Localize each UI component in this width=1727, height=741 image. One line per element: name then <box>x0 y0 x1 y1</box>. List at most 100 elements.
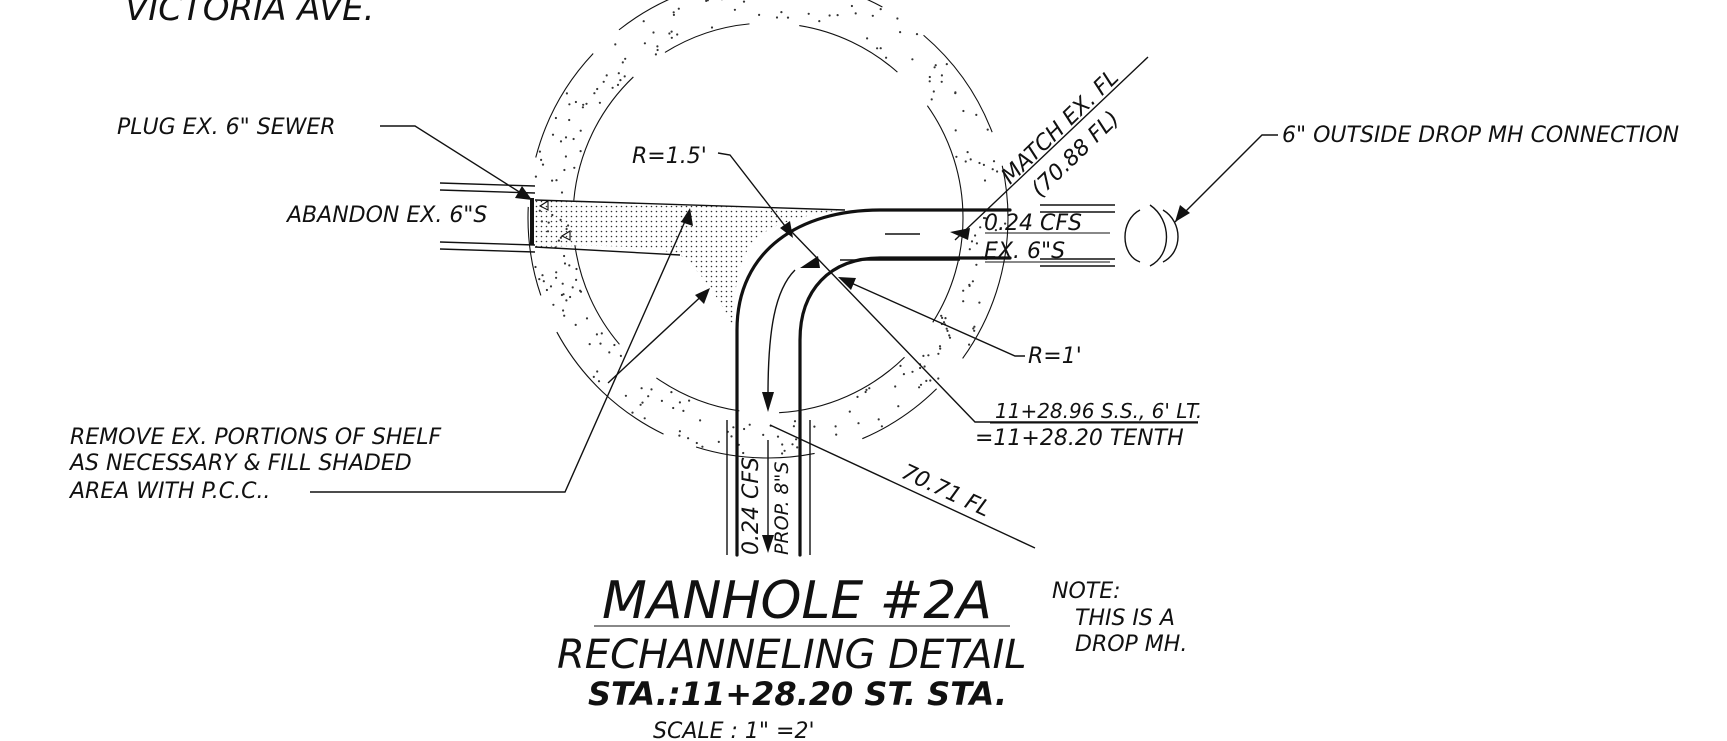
ring-dot <box>911 58 914 61</box>
ring-dot <box>549 285 553 288</box>
ring-dot <box>857 422 860 425</box>
ring-dot <box>733 8 737 11</box>
ring-dot <box>927 354 930 357</box>
flow-arrows <box>762 228 970 553</box>
ring-dot <box>579 289 582 292</box>
ring-dot <box>650 388 653 391</box>
ring-dot <box>922 354 925 357</box>
ring-dot <box>876 47 879 50</box>
ring-dot <box>541 274 544 277</box>
ring-dot <box>968 248 971 251</box>
ring-dot <box>896 17 899 20</box>
flow-in-label: 0.24 CFS <box>984 211 1082 236</box>
ring-dot <box>540 158 543 161</box>
ring-dot <box>992 160 996 163</box>
ring-dot <box>973 329 976 332</box>
ring-dot <box>918 386 921 389</box>
title-sub: RECHANNELING DETAIL <box>557 632 1027 678</box>
ring-dot <box>925 379 928 382</box>
remove-label-line3: AREA WITH P.C.C.. <box>68 479 270 504</box>
ring-dot <box>599 342 602 345</box>
ring-dot <box>856 395 859 398</box>
ring-dot <box>688 399 691 402</box>
ring-dot <box>954 129 957 132</box>
ring-dot <box>672 11 675 14</box>
ring-dot <box>991 168 994 171</box>
ring-dot <box>972 327 975 330</box>
ring-dot <box>593 92 596 95</box>
title-station: STA.:11+28.20 ST. STA. <box>588 675 1007 713</box>
ring-dot <box>807 12 810 15</box>
ring-dot <box>596 87 599 91</box>
ring-dot <box>818 20 821 23</box>
note-line2: DROP MH. <box>1075 632 1187 657</box>
ring-dot <box>930 98 933 101</box>
shaded-fill-area <box>535 200 845 330</box>
ring-dot <box>554 116 558 120</box>
ring-dot <box>701 445 704 448</box>
ring-dot <box>946 329 949 332</box>
ring-dot <box>643 417 646 420</box>
ring-dot <box>598 101 602 104</box>
ring-dot <box>677 7 680 10</box>
ring-dot <box>538 278 541 281</box>
ring-dot <box>979 226 982 229</box>
ring-dot <box>973 325 976 328</box>
ring-dot <box>929 379 932 382</box>
station-ss-label: 11+28.96 S.S., 6' LT. <box>995 399 1202 423</box>
ring-dot <box>877 418 880 421</box>
ring-dot <box>732 426 735 429</box>
ring-dot <box>975 242 979 245</box>
ring-dot <box>879 47 882 50</box>
ring-dot <box>705 0 708 2</box>
ring-dot <box>534 175 538 178</box>
ring-dot <box>962 289 965 292</box>
ring-dot <box>574 323 577 326</box>
plug-triangles <box>538 200 571 241</box>
ring-dot <box>937 377 940 380</box>
ring-dot <box>962 300 965 303</box>
ring-dot <box>995 241 998 244</box>
ring-dot <box>968 343 971 346</box>
ring-dot <box>828 14 831 17</box>
ring-dot <box>758 13 761 16</box>
ring-dot <box>647 395 650 398</box>
ring-dot <box>781 452 784 455</box>
ring-dot <box>941 316 944 319</box>
ring-dot <box>561 282 564 285</box>
ring-dot <box>748 423 751 426</box>
ring-dot <box>792 425 796 428</box>
ring-dot <box>672 406 675 410</box>
ring-dot <box>834 425 837 428</box>
ring-dot <box>572 137 575 141</box>
pipe-out-label: PROP. 8"S <box>771 462 793 555</box>
ring-dot <box>894 385 897 388</box>
ring-dot <box>928 80 931 83</box>
ring-dot <box>585 317 589 320</box>
ring-dot <box>982 163 986 166</box>
ring-dot <box>864 390 867 394</box>
ring-dot <box>971 280 975 283</box>
ring-dot <box>938 345 942 348</box>
ring-dot <box>660 399 664 402</box>
ring-dot <box>672 13 676 16</box>
ring-dot <box>595 333 599 336</box>
ring-dot <box>670 30 673 33</box>
ring-dot <box>568 118 571 122</box>
ring-dot <box>560 293 564 297</box>
ring-dot <box>786 16 790 19</box>
ring-dot <box>868 387 871 390</box>
ring-dot <box>575 278 578 281</box>
ring-dot <box>617 72 620 75</box>
ring-dot <box>919 383 923 386</box>
ring-dot <box>568 103 571 106</box>
street-label: VICTORIA AVE. <box>125 0 374 29</box>
ring-dot <box>954 91 957 94</box>
ring-dot <box>994 229 998 232</box>
ring-dot <box>975 263 978 266</box>
ring-dot <box>781 443 784 446</box>
ring-dot <box>678 434 681 437</box>
ring-dot <box>710 26 714 29</box>
ring-dot <box>939 347 942 350</box>
